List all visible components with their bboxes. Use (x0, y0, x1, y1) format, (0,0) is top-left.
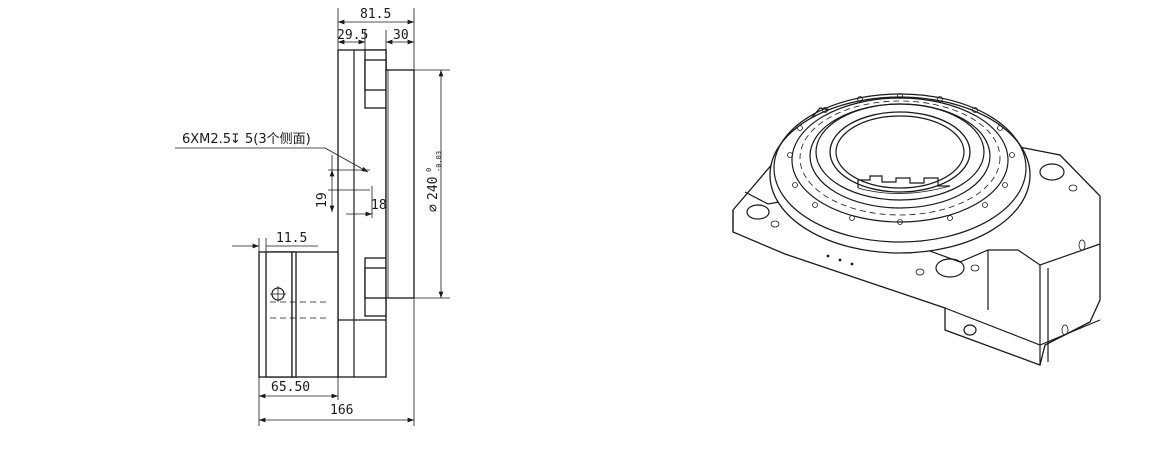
dim-18: 18 (371, 198, 387, 213)
iso-bolt-circle (787, 93, 1015, 225)
dim-diameter-tol-upper: 0 (425, 168, 433, 172)
hole-depth: 5(3个侧面) (245, 132, 311, 147)
hole-spec: 6XM2.5 (182, 132, 231, 147)
dim-diameter: 240 (426, 177, 441, 200)
dim-11-5: 11.5 (276, 231, 307, 246)
depth-symbol: ↧ (230, 132, 241, 147)
dim-19: 19 (315, 192, 330, 208)
iso-inner-bore (829, 111, 971, 193)
output-flange (385, 69, 415, 299)
dim-65-50: 65.50 (271, 380, 310, 395)
dim-166: 166 (330, 403, 353, 418)
isometric-view (732, 93, 1101, 366)
dim-29-5: 29.5 (337, 28, 368, 43)
dim-diameter-tol-lower: -0.03 (435, 151, 443, 172)
dim-30: 30 (393, 28, 409, 43)
dim-81-5: 81.5 (360, 7, 391, 22)
side-view: 81.5 29.5 30 ⌀ 240 0 -0.03 6XM2.5 (175, 7, 450, 426)
dim-diameter-symbol: ⌀ (426, 204, 441, 212)
